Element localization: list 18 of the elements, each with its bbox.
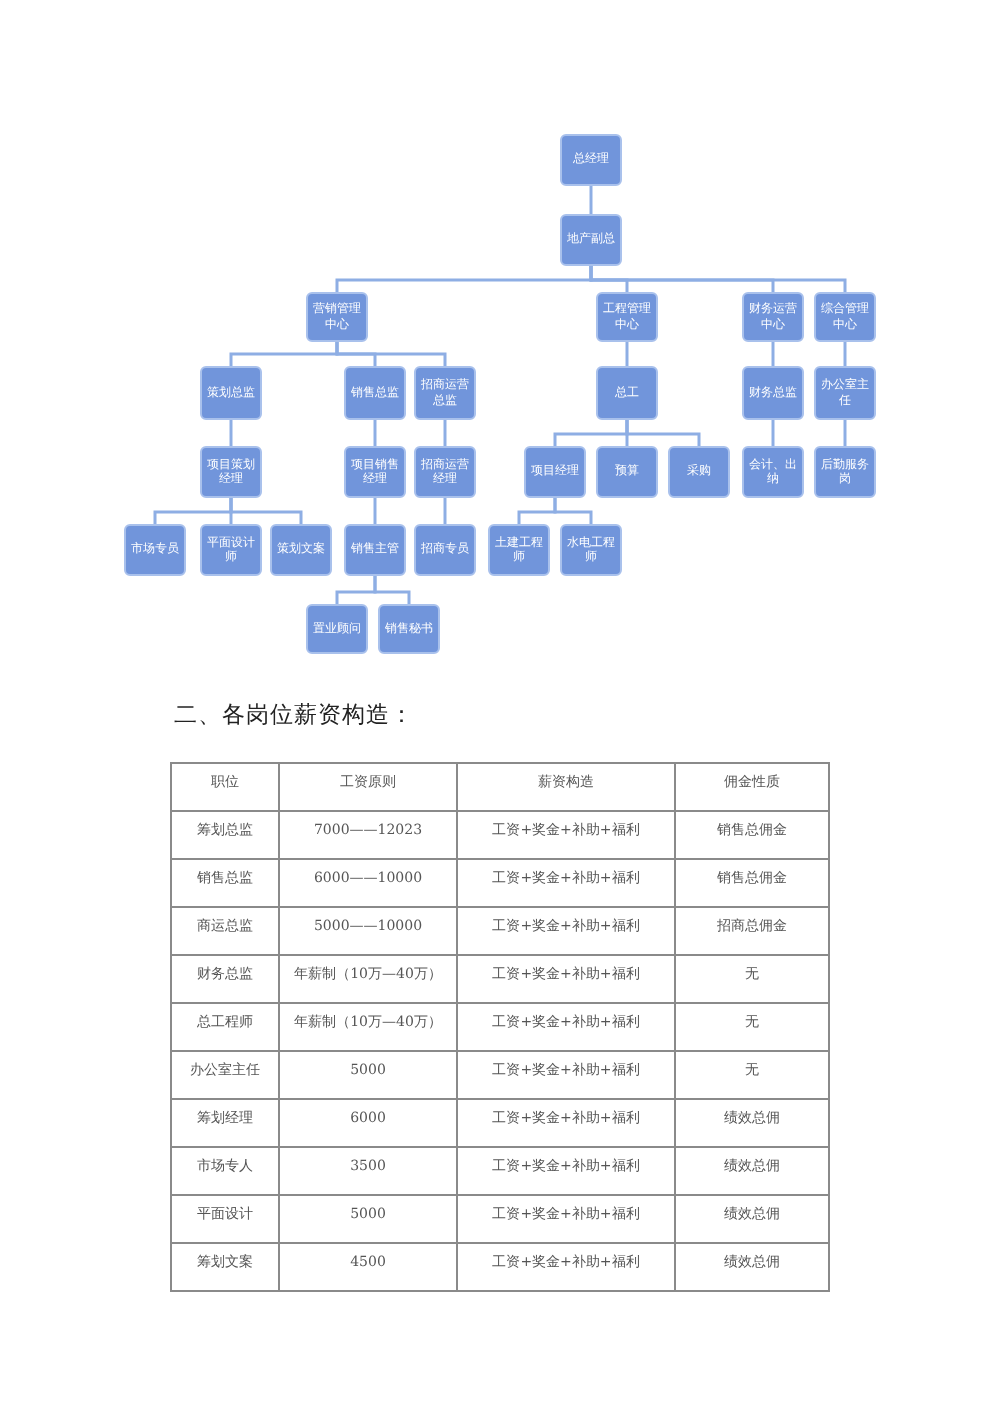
connector-line (843, 420, 847, 446)
connector-line (771, 420, 775, 446)
connector-line (625, 420, 701, 446)
connector-line (843, 342, 847, 366)
connector-line (373, 576, 411, 604)
connector-line (229, 498, 303, 524)
connector-line (443, 498, 447, 524)
connector-line (589, 266, 847, 292)
connector-line (625, 342, 629, 366)
connector-line (771, 342, 775, 366)
section-heading: 二、各岗位薪资构造： (174, 698, 414, 730)
connector-line (373, 498, 377, 524)
connector-line (589, 186, 593, 214)
connector-line (335, 342, 447, 366)
connector-line (229, 420, 233, 446)
connector-line (553, 498, 593, 524)
connector-line (373, 420, 377, 446)
connector-line (443, 420, 447, 446)
